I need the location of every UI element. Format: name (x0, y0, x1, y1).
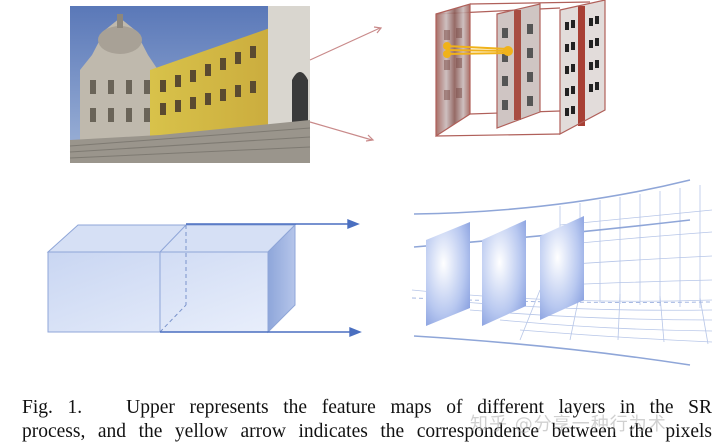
feature-maps (435, 0, 606, 138)
palace-photo (69, 6, 311, 163)
watermark-text: 知乎 @分享一种行为术 (470, 414, 667, 435)
projection-arrows (309, 26, 383, 142)
yellow-correspondence-arrow (443, 42, 513, 58)
caption-line-2: process, and the yellow arrow indicates … (22, 421, 712, 442)
panel-3 (540, 216, 584, 320)
caption-line-1: Fig. 1. Upper represents the feature map… (22, 396, 712, 420)
feature-map-layer-1 (435, 3, 471, 138)
volume-box-diagram (46, 218, 362, 338)
panel-1 (426, 222, 470, 326)
feature-map-layer-2 (496, 3, 541, 129)
caption-text-1: Upper represents the feature maps of dif… (126, 397, 712, 418)
figure-caption: Fig. 1. Upper represents the feature map… (22, 396, 712, 444)
panel-2 (482, 220, 526, 326)
caption-label: Fig. 1. (22, 397, 83, 418)
feature-map-layer-3 (559, 0, 606, 135)
feature-panels-grid (411, 179, 713, 366)
